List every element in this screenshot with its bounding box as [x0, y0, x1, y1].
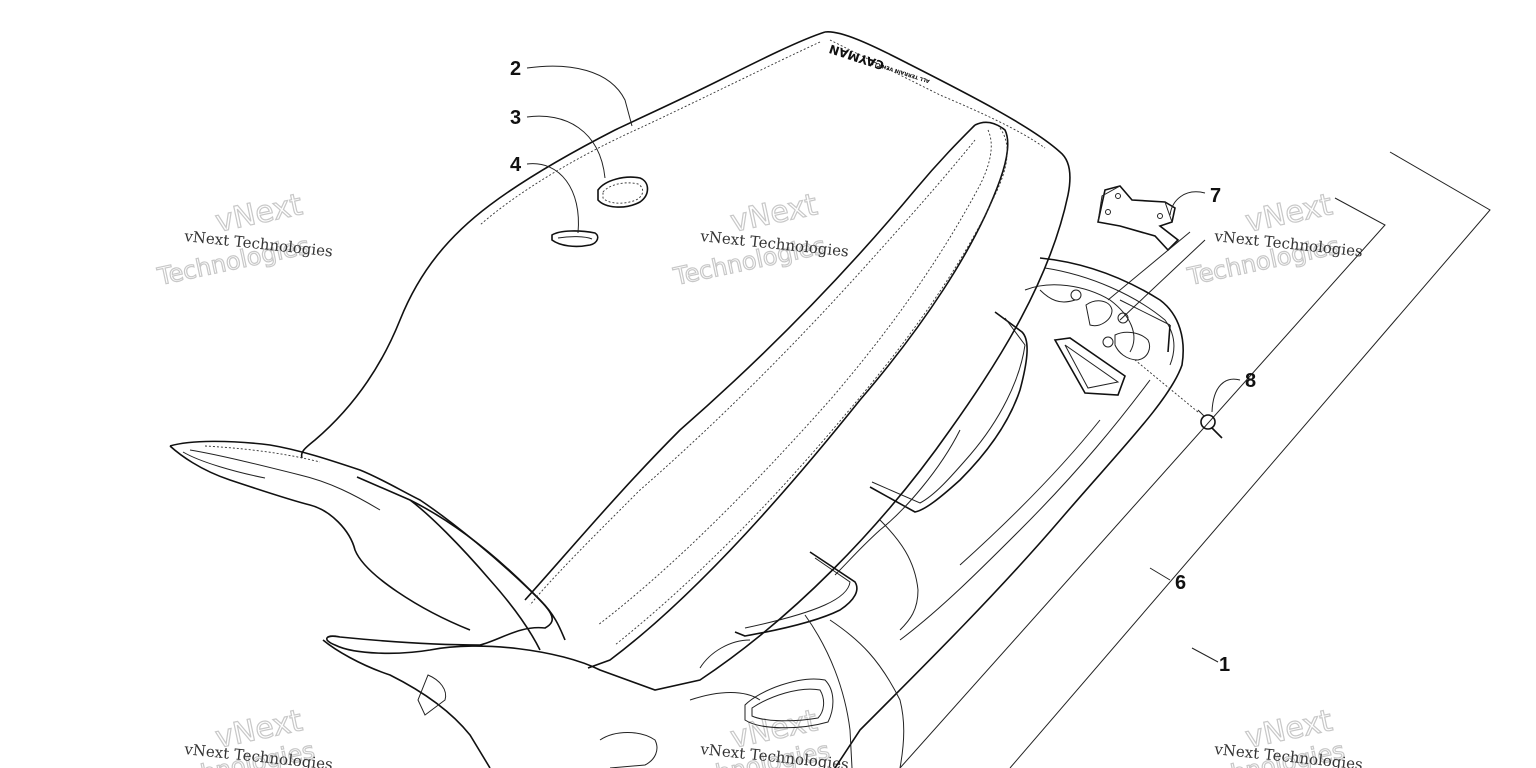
- callout-8: 8: [1245, 370, 1256, 392]
- assembly-brackets: [899, 151, 1491, 768]
- leader-lines: [526, 65, 1241, 663]
- badge-plate: [551, 230, 599, 248]
- seat-logo: CAYMAN ALL TERRAIN VEHICLE: [827, 42, 930, 84]
- latch-pin: [1134, 359, 1223, 439]
- callout-6: 6: [1175, 572, 1186, 594]
- callout-1: 1: [1219, 654, 1230, 676]
- callout-2: 2: [510, 58, 521, 80]
- watermark-bottom-left: vNext Technologies vNext Technologies: [159, 703, 334, 768]
- callout-3: 3: [510, 107, 521, 129]
- watermark-top-left: vNext Technologies vNext Technologies: [154, 187, 334, 292]
- callout-4: 4: [510, 154, 522, 176]
- callout-7: 7: [1210, 185, 1221, 207]
- seat-base: [599, 257, 1184, 768]
- watermark-bottom-center: vNext Technologies vNext Technologies: [674, 703, 850, 768]
- latch-bracket: [1097, 185, 1206, 321]
- badge-patch: [597, 176, 649, 208]
- watermark-top-center: vNext Technologies vNext Technologies: [670, 187, 850, 292]
- watermark-bottom-right: vNext Technologies vNext Technologies: [1189, 703, 1364, 768]
- callout-labels: 1 2 3 4 6 7 8: [510, 58, 1256, 676]
- seat-cover: [169, 31, 1071, 768]
